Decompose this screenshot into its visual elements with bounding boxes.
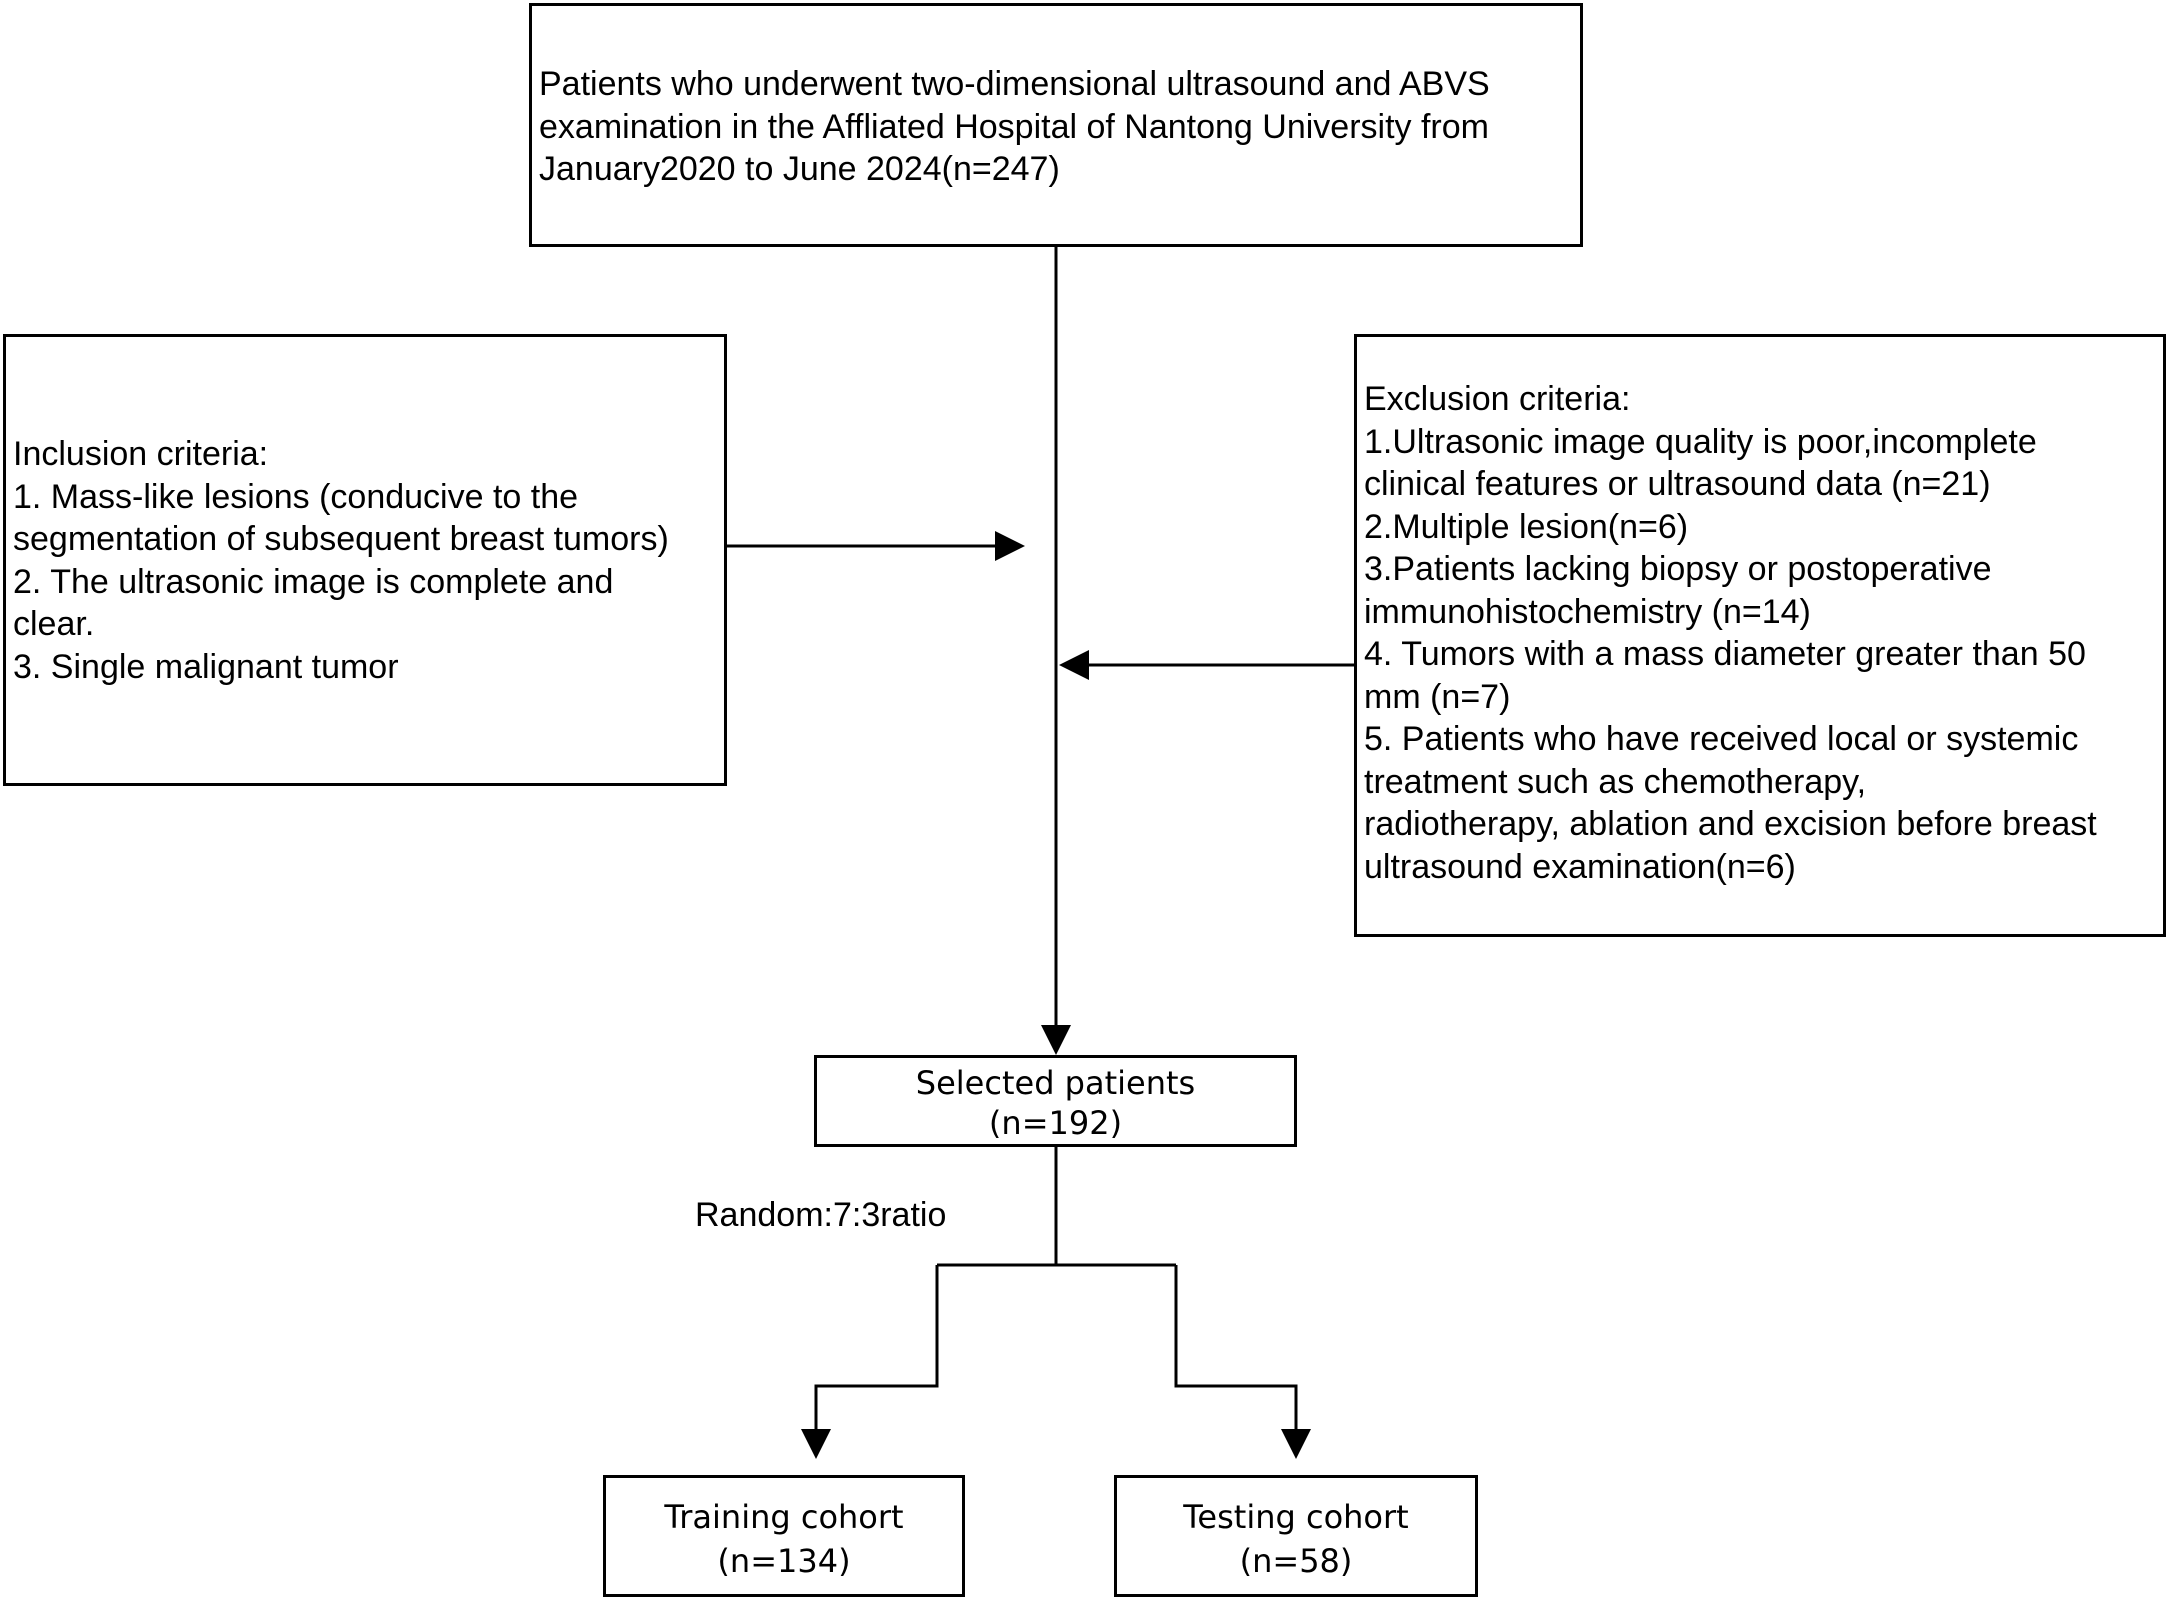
inclusion-item: segmentation of subsequent breast tumors…: [13, 520, 669, 558]
testing-cohort-count: (n=58): [1239, 1542, 1353, 1580]
inclusion-item: 2. The ultrasonic image is complete and: [13, 562, 614, 601]
exclusion-item: clinical features or ultrasound data (n=…: [1364, 465, 1991, 503]
inclusion-criteria-text: Inclusion criteria: 1. Mass-like lesions…: [13, 433, 669, 688]
exclusion-item: immunohistochemistry (n=14): [1364, 592, 1811, 631]
split-ratio-label: Random:7:3ratio: [695, 1196, 947, 1234]
testing-branch-arrow: [1174, 1265, 1311, 1459]
selected-patients-count: (n=192): [988, 1104, 1123, 1142]
training-cohort-title: Training cohort: [664, 1498, 904, 1536]
inclusion-item: clear.: [13, 605, 95, 643]
training-cohort-text: Training cohort (n=134): [606, 1495, 962, 1583]
inclusion-item: 3. Single malignant tumor: [13, 647, 399, 686]
testing-cohort-title: Testing cohort: [1183, 1498, 1409, 1536]
exclusion-item: radiotherapy, ablation and excision befo…: [1364, 805, 2097, 843]
selected-patients-text: Selected patients (n=192): [817, 1061, 1294, 1145]
exclusion-item: mm (n=7): [1364, 677, 1511, 716]
exclusion-item: 3.Patients lacking biopsy or postoperati…: [1364, 550, 1992, 588]
training-branch-arrow: [801, 1265, 939, 1459]
exclusion-item: 5. Patients who have received local or s…: [1364, 720, 2079, 758]
exclusion-item: treatment such as chemotherapy,: [1364, 762, 1867, 801]
exclusion-item: 2.Multiple lesion(n=6): [1364, 507, 1689, 546]
enrollment-text: Patients who underwent two-dimensional u…: [539, 63, 1490, 191]
selected-patients-title: Selected patients: [915, 1064, 1196, 1102]
enrollment-line: January2020 to June 2024(n=247): [539, 150, 1060, 188]
inclusion-criteria-box: Inclusion criteria: 1. Mass-like lesions…: [3, 334, 727, 786]
training-cohort-box: Training cohort (n=134): [603, 1475, 965, 1597]
testing-cohort-box: Testing cohort (n=58): [1114, 1475, 1478, 1597]
training-cohort-count: (n=134): [717, 1542, 851, 1580]
exclusion-criteria-text: Exclusion criteria: 1.Ultrasonic image q…: [1364, 378, 2097, 888]
exclusion-criteria-box: Exclusion criteria: 1.Ultrasonic image q…: [1354, 334, 2166, 937]
inclusion-item: 1. Mass-like lesions (conducive to the: [13, 477, 579, 516]
enrollment-box: Patients who underwent two-dimensional u…: [529, 3, 1583, 247]
exclusion-item: 4. Tumors with a mass diameter greater t…: [1364, 635, 2086, 673]
inclusion-heading: Inclusion criteria:: [13, 435, 269, 473]
testing-cohort-text: Testing cohort (n=58): [1117, 1495, 1475, 1583]
exclusion-item: 1.Ultrasonic image quality is poor,incom…: [1364, 422, 2037, 461]
exclusion-heading: Exclusion criteria:: [1364, 380, 1631, 418]
selected-patients-box: Selected patients (n=192): [814, 1055, 1297, 1147]
enrollment-line: examination in the Affliated Hospital of…: [539, 107, 1489, 146]
exclusion-item: ultrasound examination(n=6): [1364, 847, 1796, 886]
enrollment-line: Patients who underwent two-dimensional u…: [539, 65, 1490, 103]
